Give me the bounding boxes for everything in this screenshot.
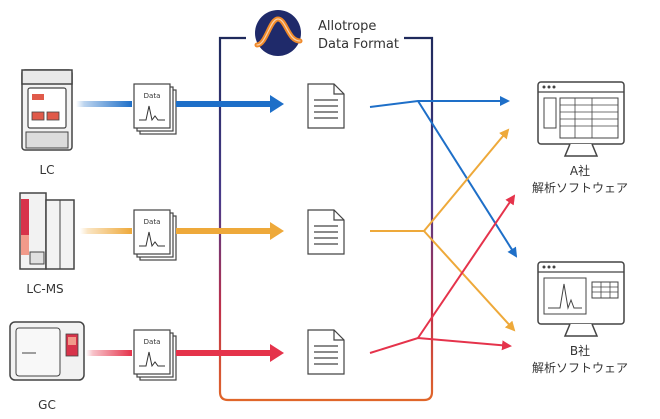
software-a-label-line1: A社 bbox=[570, 163, 590, 178]
data-file-lc-icon: Data bbox=[133, 83, 177, 135]
lc-arrow bbox=[176, 95, 284, 113]
data-file-label: Data bbox=[144, 338, 161, 346]
gc-beam bbox=[86, 350, 132, 356]
instrument-label-lcms: LC-MS bbox=[26, 282, 63, 296]
brand-line2: Data Format bbox=[318, 37, 399, 52]
lc-beam bbox=[76, 101, 132, 107]
adf-document-gc-icon bbox=[307, 329, 345, 375]
lcms-routes bbox=[370, 128, 516, 332]
allotrope-logo-icon bbox=[254, 10, 303, 56]
data-file-gc-icon: Data bbox=[133, 329, 177, 381]
gc-routes bbox=[369, 194, 516, 354]
lcms-beam bbox=[80, 228, 132, 234]
gc-instrument-icon bbox=[9, 321, 85, 381]
gc-arrow bbox=[176, 344, 284, 362]
instrument-label-gc: GC bbox=[38, 398, 56, 412]
data-file-label: Data bbox=[144, 92, 161, 100]
adf-document-lcms-icon bbox=[307, 209, 345, 255]
software-b-label-line1: B社 bbox=[570, 343, 590, 358]
allotrope-frame bbox=[218, 36, 434, 402]
lcms-instrument-icon bbox=[19, 192, 75, 270]
lc-instrument-icon bbox=[21, 69, 73, 151]
brand-line1: Allotrope bbox=[318, 19, 376, 34]
data-file-label: Data bbox=[144, 218, 161, 226]
instrument-label-lc: LC bbox=[39, 163, 54, 177]
software-a-label-line2: 解析ソフトウェア bbox=[532, 181, 628, 195]
lcms-arrow bbox=[176, 222, 284, 240]
software-b-label-line2: 解析ソフトウェア bbox=[532, 361, 628, 375]
lc-routes bbox=[369, 96, 518, 258]
adf-document-lc-icon bbox=[307, 83, 345, 129]
software-a-monitor-icon bbox=[537, 81, 625, 157]
data-file-lcms-icon: Data bbox=[133, 209, 177, 261]
software-b-monitor-icon bbox=[537, 261, 625, 337]
